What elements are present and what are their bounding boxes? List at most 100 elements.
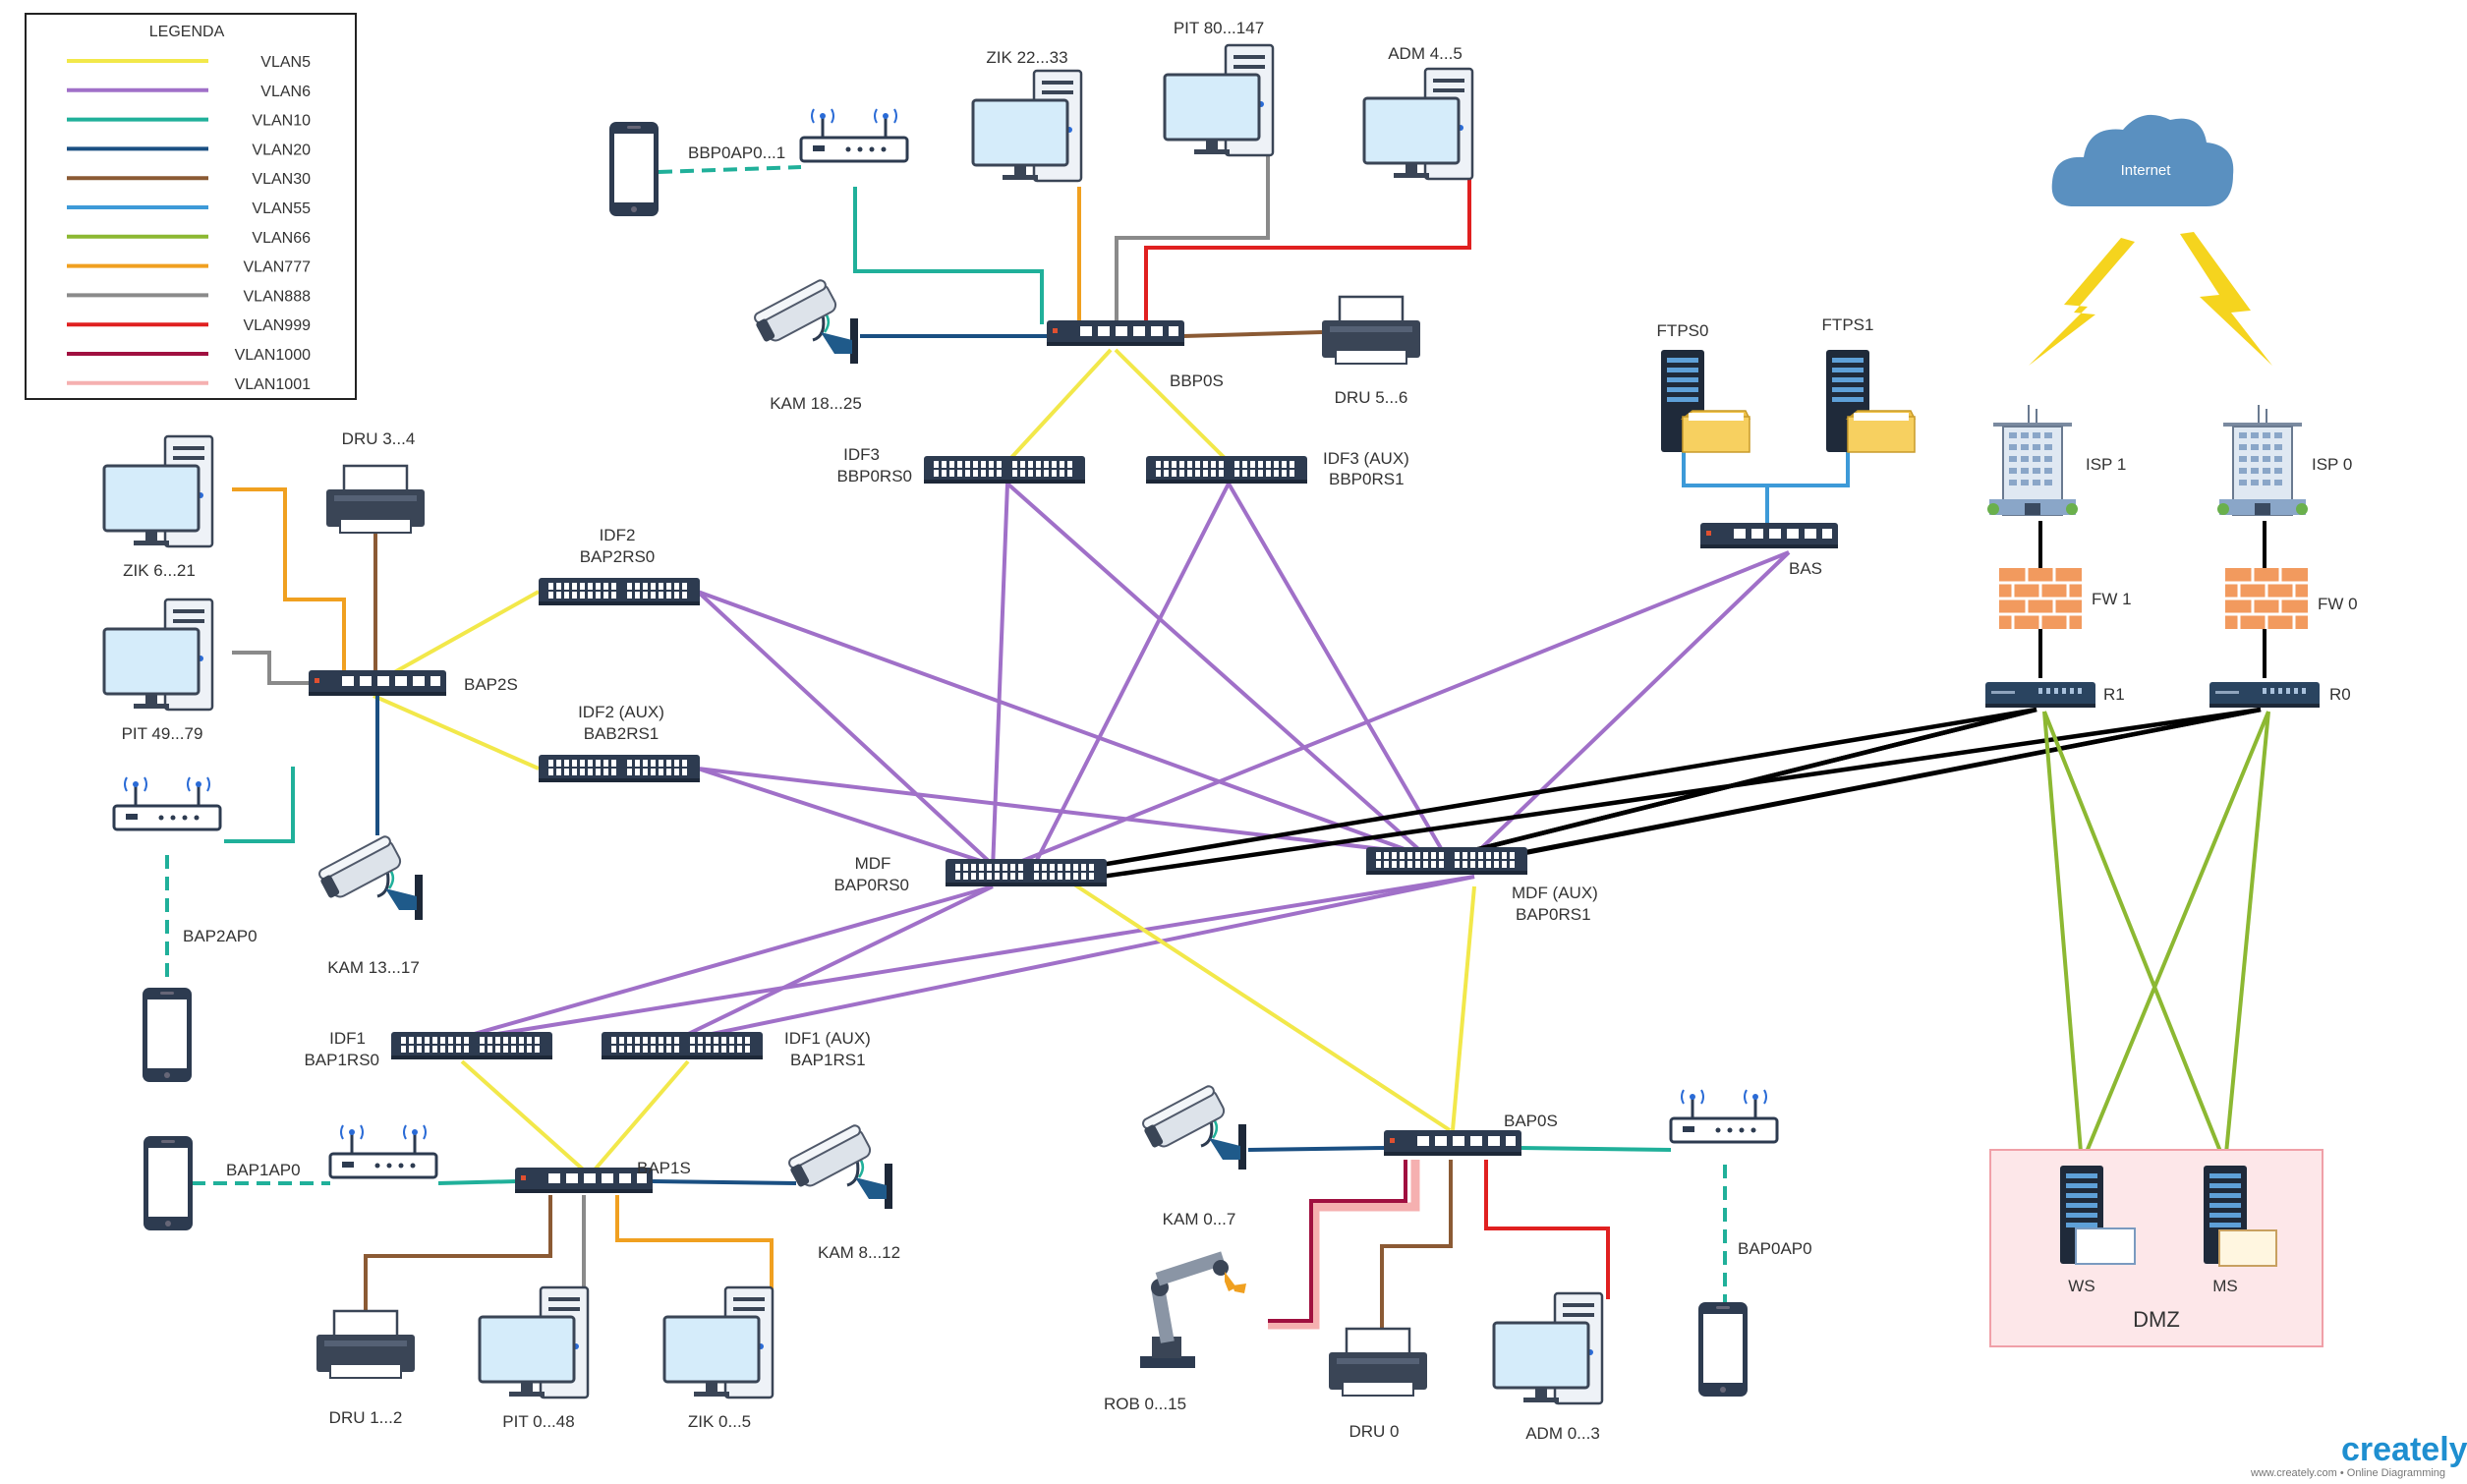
bap2ap0-label: BAP2AP0 <box>183 927 258 945</box>
legend: LEGENDA VLAN5VLAN6VLAN10VLAN20VLAN30VLAN… <box>25 13 357 400</box>
legend-label-vlan66: VLAN66 <box>252 230 311 247</box>
idf1-label-1: IDF1 <box>329 1029 366 1048</box>
kam-b1-camera-icon <box>784 1122 894 1211</box>
isp0-label: ISP 0 <box>2312 455 2352 474</box>
vlan6-trunks <box>456 482 1791 1041</box>
zik-b1-label: ZIK 0...5 <box>688 1412 751 1431</box>
web-page-icon <box>2075 1227 2136 1265</box>
idf2aux-label-1: IDF2 (AUX) <box>578 703 664 721</box>
r1-label: R1 <box>2103 685 2125 704</box>
isp1-building-icon <box>1986 404 2079 516</box>
idf1-rack-switch-icon <box>391 1032 552 1059</box>
internet-cloud-icon <box>2051 114 2234 206</box>
idf3aux-label-2: BBP0RS1 <box>1329 470 1405 488</box>
bbp0ap0-access-point-icon <box>799 107 909 163</box>
idf3-label-1: IDF3 <box>843 445 880 464</box>
idf2-rack-switch-icon <box>539 578 700 605</box>
fw0-label: FW 0 <box>2318 595 2358 613</box>
creately-tagline: www.creately.com • Online Diagramming <box>2250 1467 2445 1479</box>
phone-icon <box>1698 1302 1748 1397</box>
adm-b0-computer-icon <box>1492 1291 1604 1405</box>
pit-top-label: PIT 80...147 <box>1174 19 1264 37</box>
idf1aux-label-2: BAP1RS1 <box>790 1051 866 1069</box>
zik-top-computer-icon <box>971 69 1083 183</box>
kam-b1-label: KAM 8...12 <box>818 1243 900 1262</box>
bbp0s-label: BBP0S <box>1170 371 1224 390</box>
kam-top-camera-icon <box>750 277 860 366</box>
legend-label-vlan888: VLAN888 <box>244 288 312 305</box>
idf3aux-label-1: IDF3 (AUX) <box>1323 449 1409 468</box>
legend-label-vlan20: VLAN20 <box>252 142 311 158</box>
ms-label: MS <box>2212 1277 2238 1295</box>
dru-left-label: DRU 3...4 <box>342 429 416 448</box>
fw0-firewall-icon <box>2223 566 2310 631</box>
lightning-right-icon <box>2180 232 2272 366</box>
legend-title: LEGENDA <box>149 24 225 40</box>
zik-b1-computer-icon <box>662 1285 775 1399</box>
vlan66-links <box>2042 711 2270 1165</box>
ftps0-server-icon <box>1660 349 1750 453</box>
phone-icon <box>143 1136 193 1230</box>
kam-top-label: KAM 18...25 <box>770 394 862 413</box>
bap2s-switch-icon <box>309 670 446 696</box>
bap1ap0-access-point-icon <box>328 1123 438 1179</box>
dru-top-label: DRU 5...6 <box>1335 388 1408 407</box>
legend-label-vlan5: VLAN5 <box>260 54 311 71</box>
zik-top-label: ZIK 22...33 <box>986 48 1067 67</box>
idf2aux-label-2: BAB2RS1 <box>584 724 660 743</box>
legend-label-vlan10: VLAN10 <box>252 113 311 130</box>
bbp0s-switch-icon <box>1047 320 1184 346</box>
dru-left-printer-icon <box>324 464 427 535</box>
zik-left-computer-icon <box>102 434 214 548</box>
zik-left-label: ZIK 6...21 <box>123 561 196 580</box>
legend-label-vlan1000: VLAN1000 <box>235 347 311 364</box>
creately-logo: creately <box>2341 1431 2467 1468</box>
mdf-rack-switch-icon <box>946 859 1107 886</box>
labels: Internet ISP 1 ISP 0 FW 1 FW 0 R1 R0 WS … <box>122 19 2467 1479</box>
legend-label-vlan777: VLAN777 <box>244 259 312 276</box>
dru-top-printer-icon <box>1320 295 1422 366</box>
legend-label-vlan999: VLAN999 <box>244 317 312 334</box>
fw1-firewall-icon <box>1997 566 2084 631</box>
legend-label-vlan6: VLAN6 <box>260 84 311 100</box>
bap1s-label: BAP1S <box>637 1159 691 1177</box>
kam-left-label: KAM 13...17 <box>327 958 420 977</box>
ftps0-label: FTPS0 <box>1657 321 1709 340</box>
bap0ap0-access-point-icon <box>1669 1088 1779 1144</box>
pit-left-computer-icon <box>102 598 214 712</box>
bap0ap0-label: BAP0AP0 <box>1738 1239 1812 1258</box>
bap2s-label: BAP2S <box>464 675 518 694</box>
idf2-label-1: IDF2 <box>600 526 636 544</box>
vlan5-uplinks <box>373 348 1476 1177</box>
mail-envelope-icon <box>2218 1229 2277 1267</box>
bbp0ap0-label: BBP0AP0...1 <box>688 143 785 162</box>
phone-icon <box>609 122 659 216</box>
phone-icon <box>143 988 192 1082</box>
idf3-rack-switch-icon <box>924 456 1085 484</box>
idf3aux-rack-switch-icon <box>1146 456 1307 484</box>
dru-b0-label: DRU 0 <box>1348 1422 1399 1441</box>
pit-b1-computer-icon <box>478 1285 590 1399</box>
core-links <box>1070 707 2262 883</box>
mdf-label-1: MDF <box>855 854 891 873</box>
bap1ap0-label: BAP1AP0 <box>226 1161 301 1179</box>
rob-label: ROB 0...15 <box>1104 1395 1186 1413</box>
robot-arm-icon <box>1140 1251 1246 1368</box>
idf1aux-label-1: IDF1 (AUX) <box>784 1029 871 1048</box>
mdfaux-rack-switch-icon <box>1366 847 1527 875</box>
bap1s-switch-icon <box>515 1168 653 1193</box>
fw1-label: FW 1 <box>2092 590 2132 608</box>
pit-top-computer-icon <box>1163 43 1275 157</box>
bap2ap0-access-point-icon <box>112 775 222 831</box>
adm-b0-label: ADM 0...3 <box>1525 1424 1600 1443</box>
lightning-left-icon <box>2029 238 2135 366</box>
pit-b1-label: PIT 0...48 <box>502 1412 574 1431</box>
r0-label: R0 <box>2329 685 2351 704</box>
pit-left-label: PIT 49...79 <box>122 724 203 743</box>
idf2-label-2: BAP2RS0 <box>580 547 656 566</box>
ftps1-server-icon <box>1825 349 1916 453</box>
mdfaux-label-1: MDF (AUX) <box>1512 884 1598 902</box>
r1-router-icon <box>1985 682 2095 708</box>
bap0s-switch-icon <box>1384 1130 1521 1156</box>
